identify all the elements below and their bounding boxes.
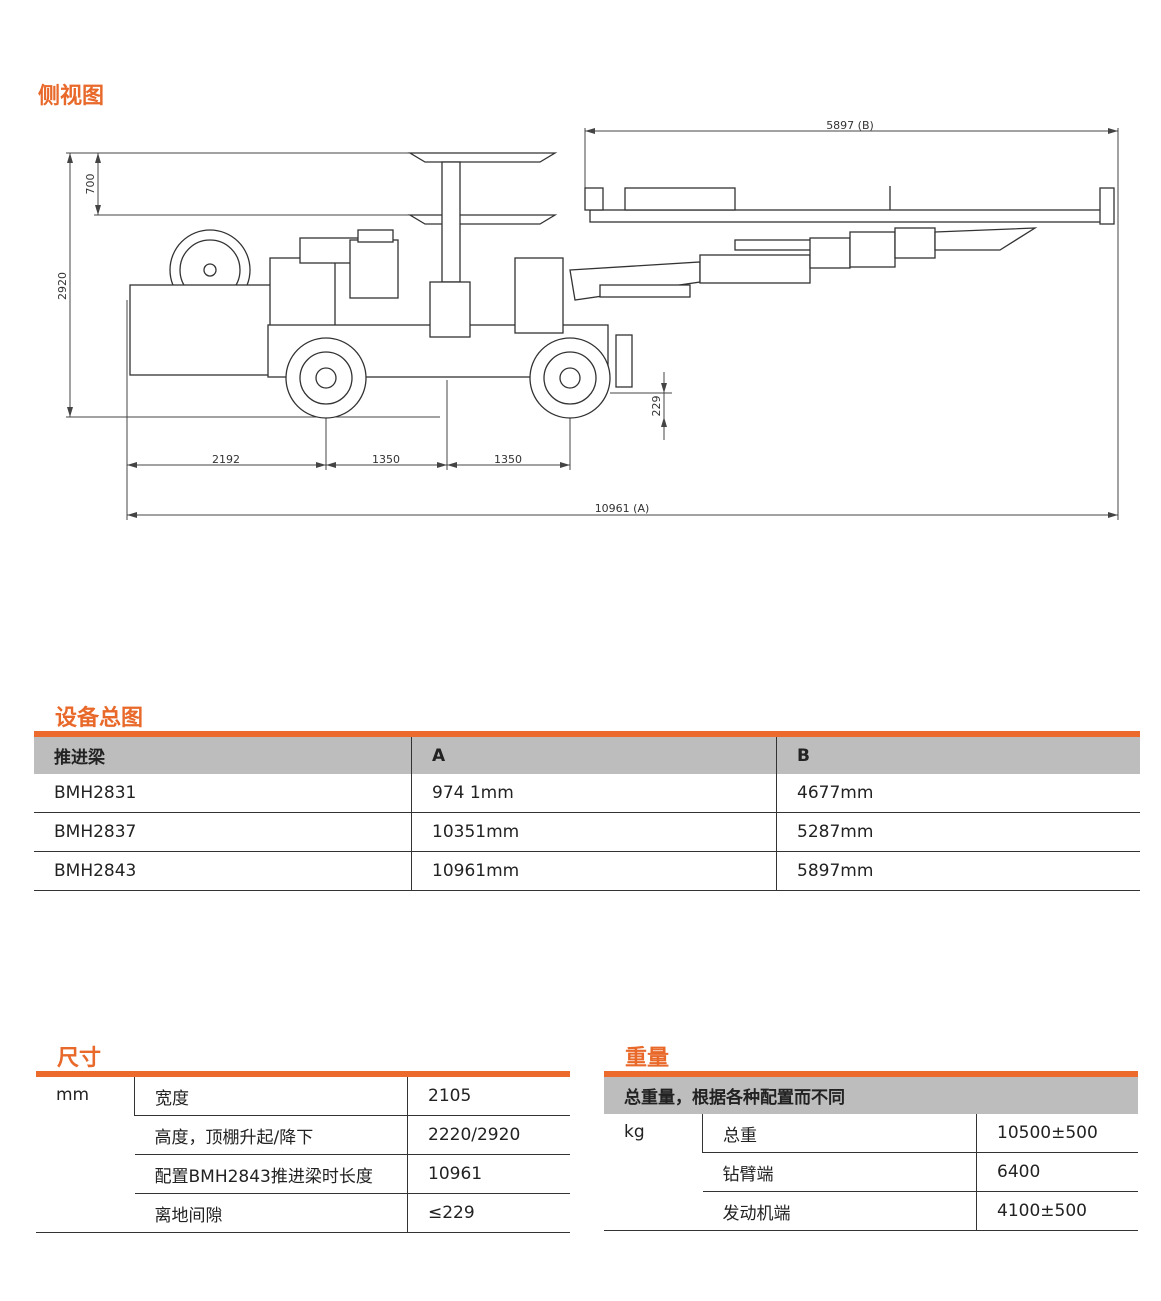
a-cell: 974 1mm: [411, 774, 777, 813]
dimensions-accent-bar: [36, 1071, 570, 1077]
label-cell: 宽度: [134, 1077, 408, 1116]
dim-front-label: 2192: [212, 453, 240, 466]
label-cell: 发动机端: [702, 1191, 977, 1231]
value-cell: ≤229: [407, 1193, 570, 1233]
side-view-drawing: 5897 (B) 700 2920 229 2192 1350 1350 109…: [56, 119, 1119, 520]
dimensions-table: mm 宽度 2105 高度，顶棚升起/降下 2220/2920 配置BMH284…: [36, 1077, 570, 1233]
dim-canopy-label: 700: [84, 174, 97, 195]
header-a: A: [411, 737, 777, 774]
a-cell: 10961mm: [411, 851, 777, 891]
table-row: 高度，顶棚升起/降下 2220/2920: [36, 1115, 570, 1155]
weight-accent-bar: [604, 1071, 1138, 1077]
b-cell: 5897mm: [776, 851, 1140, 891]
overview-table: 推进梁 A B BMH2831 974 1mm 4677mm BMH2837 1…: [34, 737, 1140, 891]
dim-clearance-label: 229: [650, 396, 663, 417]
label-cell: 钻臂端: [702, 1152, 977, 1192]
unit-cell: mm: [36, 1077, 135, 1233]
header-b: B: [776, 737, 1140, 774]
header-feed-beam: 推进梁: [34, 737, 412, 774]
table-row: 配置BMH2843推进梁时长度 10961: [36, 1154, 570, 1194]
overview-title: 设备总图: [55, 706, 144, 731]
table-row: 钻臂端 6400: [604, 1152, 1138, 1192]
value-cell: 10961: [407, 1154, 570, 1194]
table-row: BMH2831 974 1mm 4677mm: [34, 774, 1140, 813]
table-row: BMH2843 10961mm 5897mm: [34, 851, 1140, 891]
value-cell: 2105: [407, 1077, 570, 1116]
unit-cell: kg: [604, 1114, 703, 1231]
dim-b-label: 5897 (B): [826, 119, 874, 132]
weight-header: 总重量，根据各种配置而不同: [604, 1077, 1138, 1114]
dimensions-title: 尺寸: [57, 1046, 102, 1071]
b-cell: 5287mm: [776, 812, 1140, 852]
dim-wheelbase2-label: 1350: [494, 453, 522, 466]
dim-a-label: 10961 (A): [595, 502, 650, 515]
model-cell: BMH2843: [34, 851, 412, 891]
value-cell: 4100±500: [976, 1191, 1138, 1231]
a-cell: 10351mm: [411, 812, 777, 852]
weight-header-row: 总重量，根据各种配置而不同: [604, 1077, 1138, 1114]
table-row: mm 宽度 2105: [36, 1077, 570, 1233]
drill-rig-illustration: [129, 152, 1115, 419]
value-cell: 2220/2920: [407, 1115, 570, 1155]
label-cell: 高度，顶棚升起/降下: [134, 1115, 408, 1155]
value-cell: 10500±500: [976, 1114, 1138, 1153]
b-cell: 4677mm: [776, 774, 1140, 813]
label-cell: 总重: [702, 1114, 977, 1153]
weight-title: 重量: [625, 1046, 670, 1071]
model-cell: BMH2837: [34, 812, 412, 852]
model-cell: BMH2831: [34, 774, 412, 813]
label-cell: 离地间隙: [134, 1193, 408, 1233]
side-view-title: 侧视图: [38, 84, 105, 109]
value-cell: 6400: [976, 1152, 1138, 1192]
weight-table: 总重量，根据各种配置而不同 kg 总重 10500±500 钻臂端 6400 发…: [604, 1077, 1138, 1231]
overview-header-row: 推进梁 A B: [34, 737, 1140, 774]
table-row: 发动机端 4100±500: [604, 1191, 1138, 1231]
dim-height-label: 2920: [56, 272, 69, 300]
label-cell: 配置BMH2843推进梁时长度: [134, 1154, 408, 1194]
table-row: kg 总重 10500±500: [604, 1114, 1138, 1231]
table-row: 离地间隙 ≤229: [36, 1193, 570, 1233]
table-row: BMH2837 10351mm 5287mm: [34, 812, 1140, 852]
dim-wheelbase1-label: 1350: [372, 453, 400, 466]
overview-accent-bar: [34, 731, 1140, 737]
